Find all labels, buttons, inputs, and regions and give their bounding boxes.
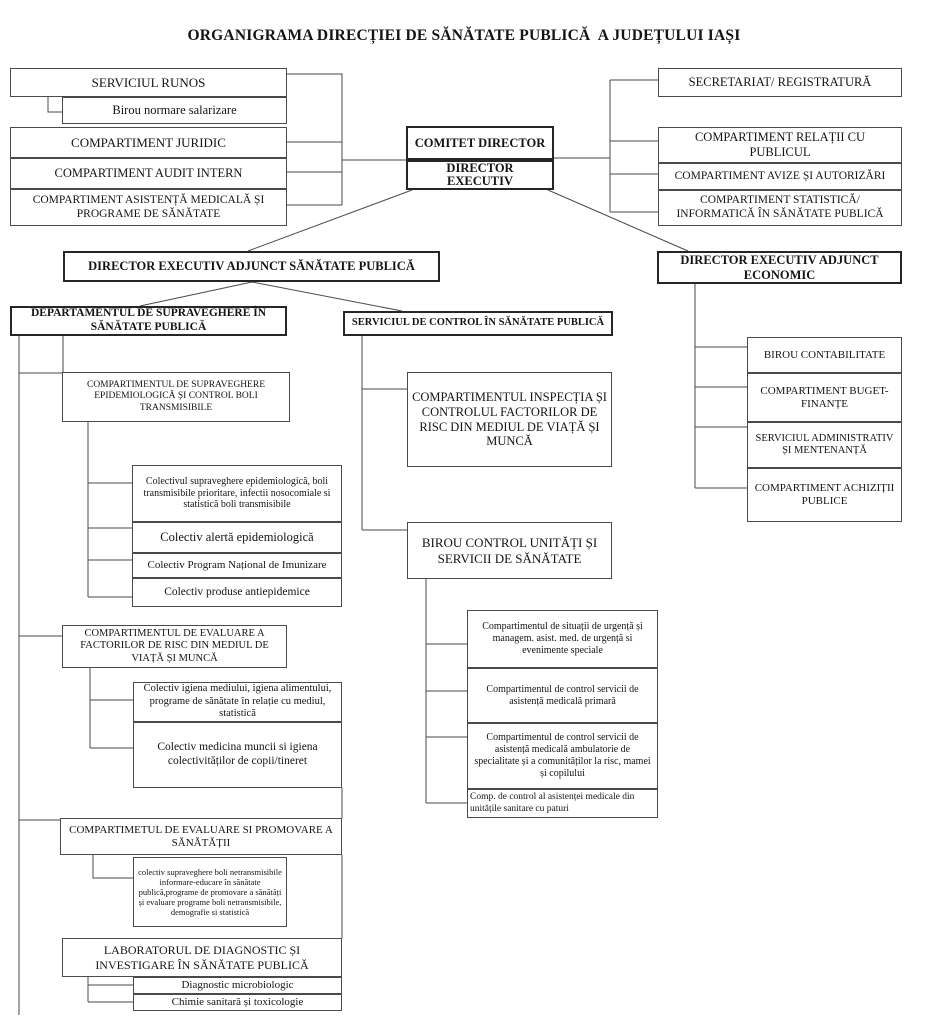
node-compartiment-buget-finante: COMPARTIMENT BUGET-FINANȚE (747, 373, 902, 422)
node-diagnostic-microbiologic: Diagnostic microbiologic (133, 977, 342, 994)
node-compartiment-audit-intern: COMPARTIMENT AUDIT INTERN (10, 158, 287, 189)
node-compartiment-avize-autorizari: COMPARTIMENT AVIZE ȘI AUTORIZĂRI (658, 163, 902, 190)
node-compartiment-relatii-public: COMPARTIMENT RELAȚII CU PUBLICUL (658, 127, 902, 163)
node-compartiment-juridic: COMPARTIMENT JURIDIC (10, 127, 287, 158)
node-colectiv-boli-netransmisibile: colectiv supraveghere boli netransmisibi… (133, 857, 287, 927)
node-comp-control-unitati-paturi: Comp. de control al asistenței medicale … (467, 789, 658, 818)
node-director-adjunct-sanatate-publica: DIRECTOR EXECUTIV ADJUNCT SĂNĂTATE PUBLI… (63, 251, 440, 282)
node-comitet-director: COMITET DIRECTOR (406, 126, 554, 160)
node-birou-control-unitati: BIROU CONTROL UNITĂȚI ȘI SERVICII DE SĂN… (407, 522, 612, 579)
node-colectiv-supraveghere-epidemiologica: Colectivul supraveghere epidemiologică, … (132, 465, 342, 522)
node-colectiv-produse-antiepidemice: Colectiv produse antiepidemice (132, 578, 342, 607)
node-secretariat-registratura: SECRETARIAT/ REGISTRATURĂ (658, 68, 902, 97)
node-birou-normare-salarizare: Birou normare salarizare (62, 97, 287, 124)
node-compartiment-evaluare-factori-risc: COMPARTIMENTUL DE EVALUARE A FACTORILOR … (62, 625, 287, 668)
node-comp-control-ambulatorie: Compartimentul de control servicii de as… (467, 723, 658, 789)
node-colectiv-igiena-mediului: Colectiv igiena mediului, igiena aliment… (133, 682, 342, 722)
node-compartiment-achizitii-publice: COMPARTIMENT ACHIZIȚII PUBLICE (747, 468, 902, 522)
node-compartiment-promovare-sanatate: COMPARTIMETUL DE EVALUARE SI PROMOVARE A… (60, 818, 342, 855)
node-serviciul-runos: SERVICIUL RUNOS (10, 68, 287, 97)
node-compartiment-asistenta-medicala: COMPARTIMENT ASISTENȚĂ MEDICALĂ ȘI PROGR… (10, 189, 287, 226)
node-colectiv-alerta-epidemiologica: Colectiv alertă epidemiologică (132, 522, 342, 553)
node-colectiv-program-imunizare: Colectiv Program Național de Imunizare (132, 553, 342, 578)
node-compartiment-supraveghere-epidemiologica: COMPARTIMENTUL DE SUPRAVEGHERE EPIDEMIOL… (62, 372, 290, 422)
node-director-executiv: DIRECTOR EXECUTIV (406, 160, 554, 190)
node-serviciul-control: SERVICIUL DE CONTROL ÎN SĂNĂTATE PUBLICĂ (343, 311, 613, 336)
node-laborator-diagnostic: LABORATORUL DE DIAGNOSTIC ȘI INVESTIGARE… (62, 938, 342, 977)
node-colectiv-medicina-muncii: Colectiv medicina muncii si igiena colec… (133, 722, 342, 788)
node-departament-supraveghere: DEPARTAMENTUL DE SUPRAVEGHERE ÎN SĂNĂTAT… (10, 306, 287, 336)
node-chimie-sanitara-toxicologie: Chimie sanitară și toxicologie (133, 994, 342, 1011)
node-birou-contabilitate: BIROU CONTABILITATE (747, 337, 902, 373)
node-director-adjunct-economic: DIRECTOR EXECUTIV ADJUNCT ECONOMIC (657, 251, 902, 284)
node-compartiment-inspectia-controlul: COMPARTIMENTUL INSPECȚIA ȘI CONTROLUL FA… (407, 372, 612, 467)
node-comp-control-asistenta-primara: Compartimentul de control servicii de as… (467, 668, 658, 723)
node-compartiment-statistica-informatica: COMPARTIMENT STATISTICĂ/ INFORMATICĂ ÎN … (658, 190, 902, 226)
chart-title: ORGANIGRAMA DIRECȚIEI DE SĂNĂTATE PUBLIC… (187, 27, 741, 44)
node-serviciul-administrativ-mentenanta: SERVICIUL ADMINISTRATIV ȘI MENTENANȚĂ (747, 422, 902, 468)
node-comp-situatii-urgenta: Compartimentul de situații de urgență și… (467, 610, 658, 668)
